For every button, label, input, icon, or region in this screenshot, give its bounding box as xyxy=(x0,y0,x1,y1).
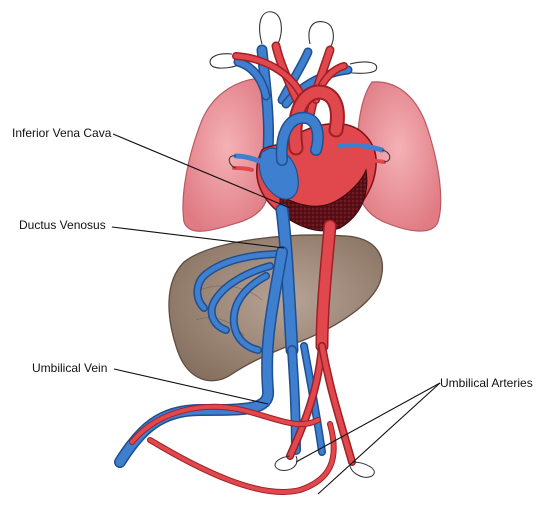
label-umbilical-vein: Umbilical Vein xyxy=(32,361,107,375)
label-umbilical-arteries: Umbilical Arteries xyxy=(440,376,533,390)
head-loop-left xyxy=(260,12,282,44)
label-ductus-venosus: Ductus Venosus xyxy=(19,218,106,232)
left-lung xyxy=(183,78,271,231)
label-inferior-vena-cava: Inferior Vena Cava xyxy=(12,126,111,140)
leader-uv xyxy=(114,369,268,404)
head-loop-right xyxy=(309,22,333,48)
